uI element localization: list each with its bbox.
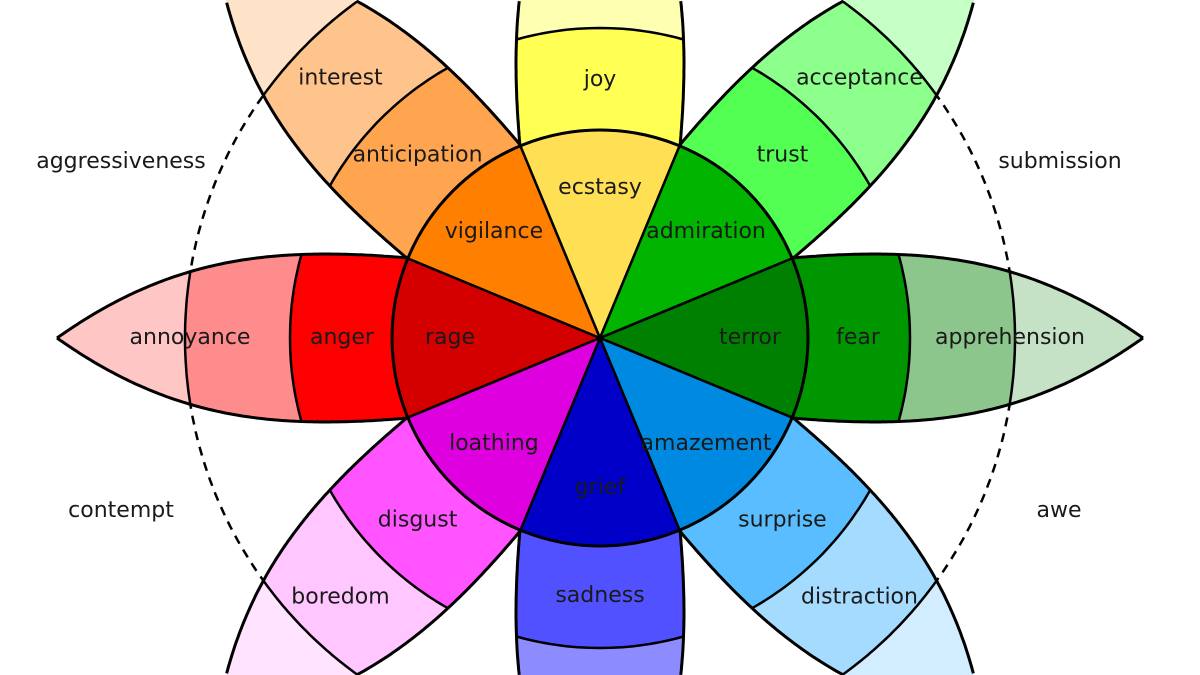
petal-outline-bottom [225, 416, 409, 674]
label-apprehension: apprehension [935, 325, 1085, 350]
petal-middle-boundary [751, 66, 872, 187]
emotion-labels: rage anger annoyance vigilance anticipation i… [130, 65, 1085, 609]
petal-outline-top [225, 2, 409, 260]
petal-middle-boundary [328, 489, 449, 610]
label-joy: joy [583, 67, 617, 92]
label-anger: anger [310, 325, 375, 350]
label-acceptance: acceptance [796, 65, 923, 90]
petal-outline-bottom [791, 2, 975, 260]
petal-outline-top [678, 529, 686, 675]
petal-middle-boundary [516, 26, 684, 41]
label-rage: rage [425, 325, 475, 350]
label-interest: interest [298, 65, 383, 90]
label-vigilance: vigilance [445, 219, 543, 244]
label-anticipation: anticipation [353, 143, 483, 168]
petal-outline-top [791, 252, 1144, 340]
petal-outline-top [791, 416, 975, 674]
label-annoyance: annoyance [130, 325, 251, 350]
label-admiration: admiration [646, 219, 766, 244]
petal-outline-top [514, 0, 522, 147]
petal-outline-bottom [514, 529, 522, 675]
petal-outer-boundary [841, 579, 938, 675]
petal-outer-boundary [841, 0, 938, 97]
petal-outer-boundary [1008, 271, 1017, 405]
label-trust: trust [757, 143, 809, 168]
petal-outline-top [678, 0, 845, 147]
label-disgust: disgust [378, 507, 458, 532]
label-grief: grief [575, 475, 627, 500]
label-fear: fear [836, 325, 881, 350]
dyad-label-submission: submission [998, 149, 1121, 174]
dyad-label-contempt: contempt [68, 498, 174, 523]
petal-outer-boundary [262, 579, 359, 675]
petal-outline-bottom [355, 0, 522, 147]
petal-middle-boundary [516, 635, 684, 650]
petal-outline-top [355, 529, 522, 675]
label-distraction: distraction [801, 585, 918, 610]
petal-outline-bottom [791, 336, 1144, 424]
inner-circle-outline [390, 128, 810, 548]
dyad-label-aggressiveness: aggressiveness [36, 149, 206, 174]
label-ecstasy: ecstasy [558, 175, 642, 200]
petal-outline-top [56, 336, 409, 424]
petal-middle-boundary [751, 489, 872, 610]
petal-middle-boundary [288, 254, 303, 422]
petal-outline-bottom [56, 252, 409, 340]
petal-outline-bottom [678, 0, 686, 147]
label-loathing: loathing [449, 431, 539, 456]
label-boredom: boredom [291, 585, 389, 610]
petal-middle-boundary [897, 254, 912, 422]
petal-outline-bottom [678, 529, 845, 675]
petal-middle-boundary [328, 66, 449, 187]
dyad-label-awe: awe [1036, 498, 1081, 523]
petal-outer-boundary [183, 271, 192, 405]
label-amazement: amazement [641, 431, 772, 456]
label-terror: terror [719, 325, 782, 350]
label-surprise: surprise [738, 507, 827, 532]
petal-outer-boundary [262, 0, 359, 97]
label-sadness: sadness [555, 583, 644, 608]
